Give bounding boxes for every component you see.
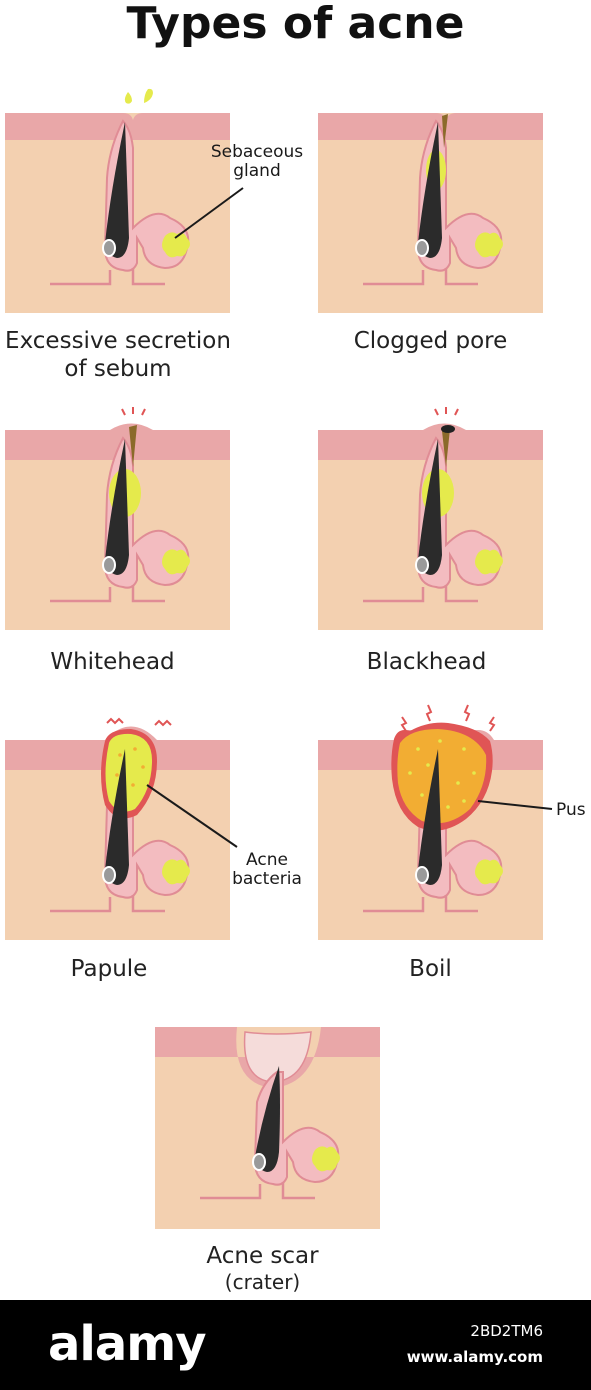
caption-clogged-pore: Clogged pore (318, 327, 543, 355)
page-title: Types of acne (126, 0, 465, 49)
boil-illustration (318, 704, 553, 940)
caption-line: Clogged pore (353, 328, 508, 354)
blackhead-illustration (318, 407, 543, 630)
clogged-pore-illustration (318, 113, 543, 313)
caption-blackhead: Blackhead (314, 648, 539, 676)
caption-whitehead: Whitehead (0, 648, 225, 676)
caption-line: Whitehead (50, 649, 175, 675)
callout-pus: Pus (556, 801, 591, 820)
caption-line: Acne scar (206, 1243, 319, 1269)
caption-line: (crater) (224, 1270, 301, 1294)
callout-sebaceous-gland: Sebaceous gland (205, 143, 309, 181)
acne-scar-illustration (155, 1027, 380, 1229)
caption-line: Boil (409, 956, 452, 982)
caption-line: Excessive secretion (5, 328, 231, 354)
callout-acne-bacteria: Acne bacteria (217, 851, 317, 889)
site-url: www.alamy.com (406, 1348, 543, 1366)
panel-clogged-pore (318, 88, 543, 316)
callout-line-1: Sebaceous (210, 142, 304, 162)
callout-line-2: gland (233, 161, 281, 181)
panel-papule (5, 715, 238, 943)
panel-excessive-sebum (5, 88, 244, 316)
caption-boil: Boil (318, 955, 543, 983)
whitehead-illustration (5, 407, 230, 630)
excessive-sebum-illustration (5, 88, 244, 313)
brand-logo: alamy (48, 1316, 207, 1372)
panel-acne-scar (155, 1002, 380, 1230)
panel-blackhead (318, 405, 543, 633)
caption-line: Blackhead (366, 649, 487, 675)
callout-line-2: bacteria (232, 869, 302, 889)
watermark-footer: alamy 2BD2TM6 www.alamy.com (0, 1300, 591, 1390)
panel-boil (318, 704, 553, 943)
callout-line-1: Acne (246, 850, 288, 870)
caption-acne-scar: Acne scar (crater) (150, 1242, 375, 1294)
image-id: 2BD2TM6 (470, 1322, 543, 1340)
caption-line: Papule (70, 956, 148, 982)
callout-line-1: Pus (556, 800, 586, 820)
caption-line: of sebum (64, 356, 172, 382)
papule-illustration (5, 717, 238, 940)
panel-whitehead (5, 405, 230, 633)
caption-excessive-sebum: Excessive secretion of sebum (0, 327, 236, 383)
caption-papule: Papule (0, 955, 218, 983)
